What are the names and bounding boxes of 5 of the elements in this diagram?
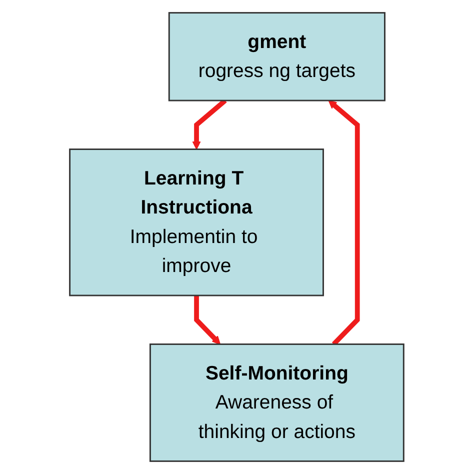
arrow: [194, 295, 221, 345]
node-box: Learning T Instructiona Implementin to improve: [69, 148, 324, 296]
node-box: Self-Monitoring Awareness of thinking or actions: [150, 343, 405, 462]
node-box: gment rogress ng targets: [168, 12, 386, 102]
arrow: [328, 100, 360, 346]
